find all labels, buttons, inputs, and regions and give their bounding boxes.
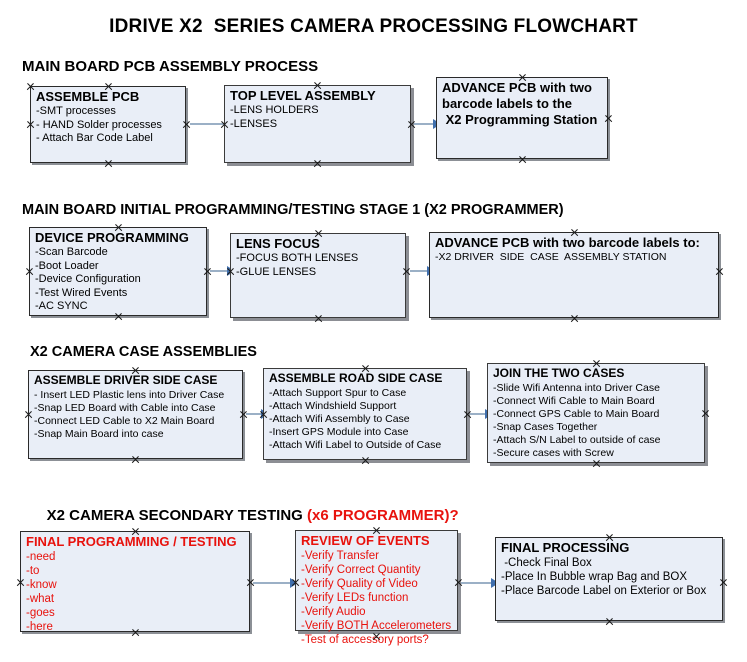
node-line: -AC SYNC <box>35 300 88 312</box>
node-line: -Attach S/N Label to outside of case <box>493 434 661 446</box>
node-line: -Place Barcode Label on Exterior or Box <box>501 585 707 597</box>
node-line: -Verify Correct Quantity <box>301 564 421 576</box>
section-heading-2: MAIN BOARD INITIAL PROGRAMMING/TESTING S… <box>22 202 564 218</box>
node-line: -Snap Main Board into case <box>34 428 164 440</box>
node-line: -Snap LED Board with Cable into Case <box>34 402 216 414</box>
node-line: -Connect LED Cable to X2 Main Board <box>34 415 215 427</box>
node-title: ASSEMBLE ROAD SIDE CASE <box>269 371 443 385</box>
section-heading-4-accent: (x6 PROGRAMMER)? <box>306 507 459 524</box>
node-title-cont: barcode labels to the <box>442 96 573 111</box>
node-line: -here <box>26 621 53 633</box>
connector-arrow <box>410 266 435 276</box>
node-line: -Insert GPS Module into Case <box>269 426 409 438</box>
node-line: - Attach Bar Code Label <box>36 132 153 144</box>
node-line: -Check Final Box <box>501 557 592 569</box>
connector-arrow <box>190 119 233 129</box>
node-line: -Test Wired Events <box>35 286 128 299</box>
node-title-cont: X2 Programming Station <box>442 112 598 127</box>
node-line: -Attach Wifi Label to Outside of Case <box>269 439 442 451</box>
node-line: -Attach Wifi Assembly to Case <box>269 413 410 425</box>
node-assemble-driver-side-case[interactable]: ASSEMBLE DRIVER SIDE CASE - Insert LED P… <box>28 370 243 459</box>
node-line: -Verify Transfer <box>301 550 379 562</box>
node-line: -GLUE LENSES <box>236 265 317 278</box>
node-review-of-events[interactable]: REVIEW OF EVENTS -Verify Transfer -Verif… <box>295 530 458 646</box>
node-line: -to <box>26 565 40 577</box>
connector-arrow <box>461 578 499 588</box>
node-line: -LENSES <box>230 117 278 130</box>
node-line: -Attach Windshield Support <box>269 400 397 412</box>
node-final-processing[interactable]: FINAL PROCESSING -Check Final Box -Place… <box>495 537 723 621</box>
node-title: REVIEW OF EVENTS <box>301 533 430 548</box>
node-title: DEVICE PROGRAMMING <box>35 230 189 245</box>
node-line: -Verify Quality of Video <box>301 578 418 590</box>
node-line: - Insert LED Plastic lens into Driver Ca… <box>34 389 225 401</box>
node-title: JOIN THE TWO CASES <box>493 366 625 380</box>
node-advance-pcb-driver-side-station[interactable]: ADVANCE PCB with two barcode labels to: … <box>429 232 719 318</box>
node-line: -Connect Wifi Cable to Main Board <box>493 395 655 407</box>
node-lens-focus[interactable]: LENS FOCUS -FOCUS BOTH LENSES -GLUE LENS… <box>230 233 406 318</box>
node-line-overflow: -Test of accessory ports? <box>301 634 429 646</box>
node-line: -know <box>26 579 57 591</box>
node-line: -Attach Support Spur to Case <box>269 387 407 399</box>
section-heading-4: X2 CAMERA SECONDARY TESTING (x6 PROGRAMM… <box>30 490 459 541</box>
node-line: -Device Configuration <box>35 273 141 285</box>
node-line: -Slide Wifi Antenna into Driver Case <box>493 382 660 394</box>
section-heading-3: X2 CAMERA CASE ASSEMBLIES <box>30 344 257 360</box>
node-line: -Verify Audio <box>301 606 366 618</box>
node-title: ASSEMBLE DRIVER SIDE CASE <box>34 373 218 387</box>
node-title: ADVANCE PCB with two <box>442 80 592 95</box>
page-title: IDRIVE X2 SERIES CAMERA PROCESSING FLOWC… <box>109 16 638 37</box>
node-line: -Scan Barcode <box>35 246 108 258</box>
node-line: -Snap Cases Together <box>493 421 598 433</box>
node-line: -Verify LEDs function <box>301 592 409 604</box>
node-line: -Place In Bubble wrap Bag and BOX <box>501 571 688 583</box>
connector-arrow <box>246 409 269 419</box>
node-title: FINAL PROCESSING <box>501 540 630 555</box>
section-heading-4-main: X2 CAMERA SECONDARY TESTING <box>46 507 307 524</box>
node-title: TOP LEVEL ASSEMBLY <box>230 88 376 103</box>
node-assemble-road-side-case[interactable]: ASSEMBLE ROAD SIDE CASE -Attach Support … <box>263 368 467 460</box>
connector-arrow <box>253 578 298 588</box>
connector-arrow <box>470 409 493 419</box>
arrowhead-icon <box>290 578 298 588</box>
node-line: -goes <box>26 607 55 619</box>
node-title: LENS FOCUS <box>236 236 320 251</box>
node-title: ASSEMBLE PCB <box>36 89 140 104</box>
node-line: - HAND Solder processes <box>36 118 162 131</box>
node-top-level-assembly[interactable]: TOP LEVEL ASSEMBLY -LENS HOLDERS -LENSES <box>224 85 411 163</box>
node-device-programming[interactable]: DEVICE PROGRAMMING -Scan Barcode -Boot L… <box>29 227 207 316</box>
section-heading-1: MAIN BOARD PCB ASSEMBLY PROCESS <box>22 58 319 75</box>
node-assemble-pcb[interactable]: ASSEMBLE PCB -SMT processes - HAND Solde… <box>30 86 186 163</box>
connector-arrow <box>414 119 441 129</box>
node-title: FINAL PROGRAMMING / TESTING <box>26 534 237 549</box>
node-line: -Boot Loader <box>35 259 99 272</box>
node-line: -FOCUS BOTH LENSES <box>236 252 359 264</box>
node-join-the-two-cases[interactable]: JOIN THE TWO CASES -Slide Wifi Antenna i… <box>487 363 705 463</box>
node-line: -need <box>26 551 56 563</box>
node-line: -Verify BOTH Accelerometers <box>301 620 452 632</box>
node-advance-pcb-programming-station[interactable]: ADVANCE PCB with two barcode labels to t… <box>436 77 608 159</box>
node-line: -X2 DRIVER SIDE CASE ASSEMBLY STATION <box>435 251 667 263</box>
node-line: -what <box>26 593 55 605</box>
node-title: ADVANCE PCB with two barcode labels to: <box>435 235 700 250</box>
node-line: -SMT processes <box>36 105 116 117</box>
connector-arrow <box>210 266 235 276</box>
node-line: -Connect GPS Cable to Main Board <box>493 408 660 420</box>
node-final-programming-testing[interactable]: FINAL PROGRAMMING / TESTING -need -to -k… <box>20 531 250 633</box>
node-line: -LENS HOLDERS <box>230 104 319 116</box>
node-line: -Secure cases with Screw <box>493 447 614 459</box>
